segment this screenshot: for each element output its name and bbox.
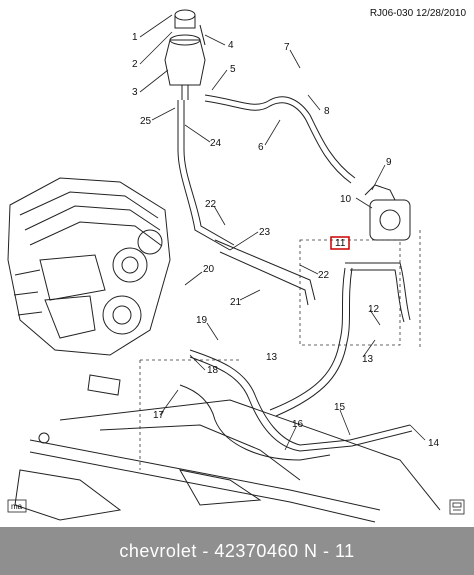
callout-15: 15 [334,402,346,413]
diagram-reference: RJ06-030 12/28/2010 [369,8,466,19]
callout-22b: 22 [205,199,217,210]
callout-23: 23 [259,227,271,238]
callout-10: 10 [340,194,352,205]
callout-5: 5 [230,64,236,75]
callout-4: 4 [228,40,234,51]
reservoir-illustration [164,9,206,100]
callout-8: 8 [324,106,330,117]
callout-12: 12 [368,304,380,315]
diagram-drawing: 1 2 3 4 5 6 7 8 9 10 11 12 13 13 14 15 1… [7,9,465,523]
callout-20: 20 [203,264,215,275]
callout-11: 11 [335,238,346,249]
callout-25: 25 [140,116,152,127]
callout-19: 19 [196,315,208,326]
highlight-box [330,236,350,250]
callout-22a: 22 [318,270,330,281]
pump-illustration [364,184,411,241]
callout-16: 16 [292,419,304,430]
callout-7: 7 [284,42,290,53]
part-caption: chevrolet - 42370460 N - 11 [0,527,474,575]
callout-18: 18 [207,365,219,376]
corner-mark-text: ma [11,502,23,511]
engine-illustration [7,177,171,356]
printer-icon [449,499,465,515]
callout-17: 17 [153,410,165,421]
callout-labels: 1 2 3 4 5 6 7 8 9 10 11 12 13 13 14 15 1… [132,32,440,449]
callout-13b: 13 [266,352,278,363]
guide-lines [139,230,421,470]
steering-gear-illustration [14,374,441,523]
leader-lines [139,14,426,451]
hose-lines [177,94,413,461]
callout-13a: 13 [362,354,374,365]
callout-2: 2 [132,59,138,70]
callout-24: 24 [210,138,222,149]
callout-6: 6 [258,142,264,153]
callout-21: 21 [230,297,242,308]
callout-9: 9 [386,157,392,168]
callout-14: 14 [428,438,440,449]
corner-mark-left: ma [7,499,27,513]
parts-diagram: RJ06-030 12/28/2010 [7,8,466,523]
callout-1: 1 [132,32,138,43]
callout-3: 3 [132,87,138,98]
